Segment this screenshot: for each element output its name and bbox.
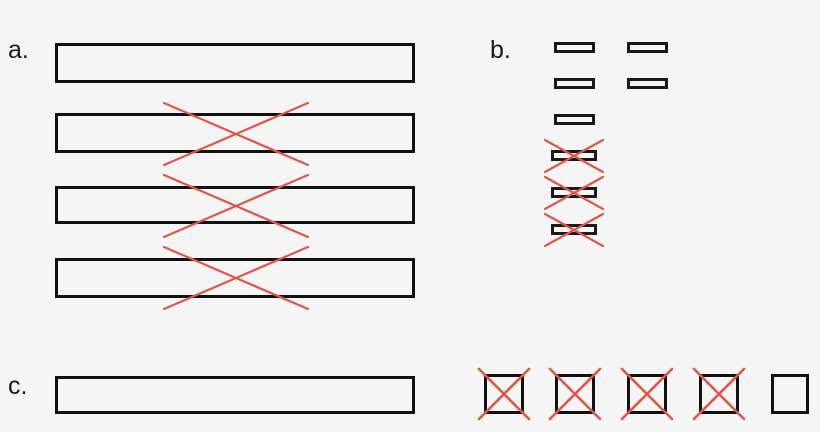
panel-c-square xyxy=(555,374,595,414)
panel-c-square xyxy=(627,374,667,414)
panel-b-bar xyxy=(554,78,595,89)
panel-a-rectangle xyxy=(55,186,415,224)
panel-b-bar xyxy=(627,42,668,53)
panel-b-bar xyxy=(554,42,595,53)
panel-b-bar xyxy=(551,224,597,235)
panel-c-square xyxy=(484,374,524,414)
panel-b-bar xyxy=(554,114,595,125)
panel-b-bar xyxy=(551,187,597,198)
panel-a-rectangle xyxy=(55,43,415,83)
panel-c-square xyxy=(699,374,739,414)
panel-c-rectangle xyxy=(55,376,415,414)
panel-b-bar xyxy=(551,150,597,161)
panel-b-bar xyxy=(627,78,668,89)
panel-label-c: c. xyxy=(8,372,28,400)
panel-c-square xyxy=(771,374,809,414)
panel-label-b: b. xyxy=(490,36,511,64)
panel-a-rectangle xyxy=(55,113,415,153)
panel-a-rectangle xyxy=(55,258,415,298)
panel-label-a: a. xyxy=(8,36,29,64)
